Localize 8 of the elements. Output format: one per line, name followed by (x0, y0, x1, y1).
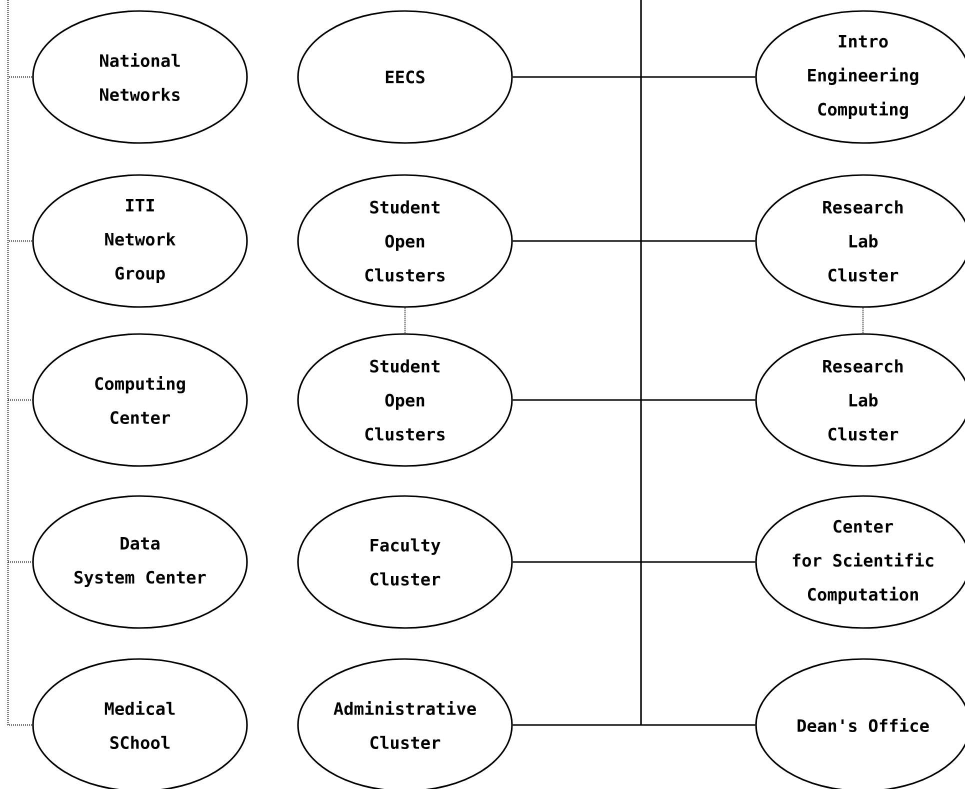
connector-line (512, 724, 756, 726)
dotted-connector (8, 0, 33, 726)
connector-line (512, 76, 756, 78)
connector-line (512, 561, 756, 563)
dotted-connector (404, 307, 406, 334)
connector-line (512, 240, 756, 242)
connector-line (512, 399, 756, 401)
dotted-connector (862, 307, 864, 334)
